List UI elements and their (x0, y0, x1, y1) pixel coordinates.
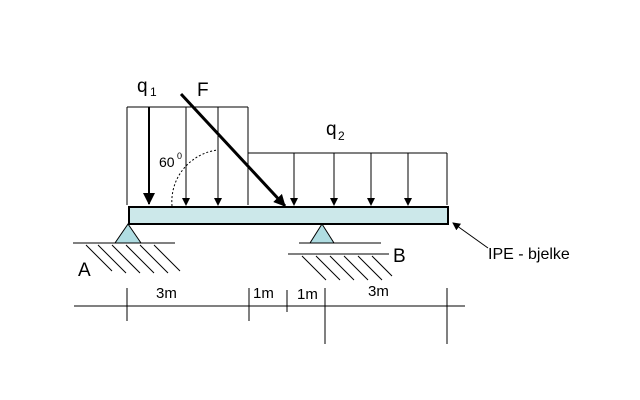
ipe-beam (128, 206, 449, 225)
q1-subscript: 1 (150, 85, 157, 99)
dimension-label: 1m (253, 285, 274, 302)
support-b (288, 223, 393, 281)
support-a-triangle (114, 223, 142, 244)
dimension-label: 3m (156, 285, 177, 302)
force-f-arrow (179, 92, 287, 208)
angle-unit: 0 (177, 151, 182, 161)
support-b-label: B (393, 246, 406, 267)
support-a (73, 223, 181, 274)
beam-note-label: IPE - bjelke (488, 246, 570, 263)
dimension-label: 1m (297, 286, 318, 303)
q2-subscript: 2 (338, 129, 345, 143)
q1-label: q (137, 76, 148, 97)
beam-note-pointer (452, 222, 489, 249)
support-a-hatching (85, 244, 181, 274)
support-b-triangle (309, 223, 335, 244)
support-a-label: A (78, 260, 91, 281)
dimension-label: 3m (368, 283, 389, 300)
support-b-hatching (301, 255, 393, 281)
q2-label: q (326, 119, 337, 140)
angle-label: 60 (159, 154, 175, 170)
dimension-lines (74, 288, 465, 344)
angle-arc (171, 149, 219, 207)
q1-distributed-load (126, 106, 249, 206)
force-label: F (197, 80, 209, 101)
q2-distributed-load (248, 152, 448, 206)
